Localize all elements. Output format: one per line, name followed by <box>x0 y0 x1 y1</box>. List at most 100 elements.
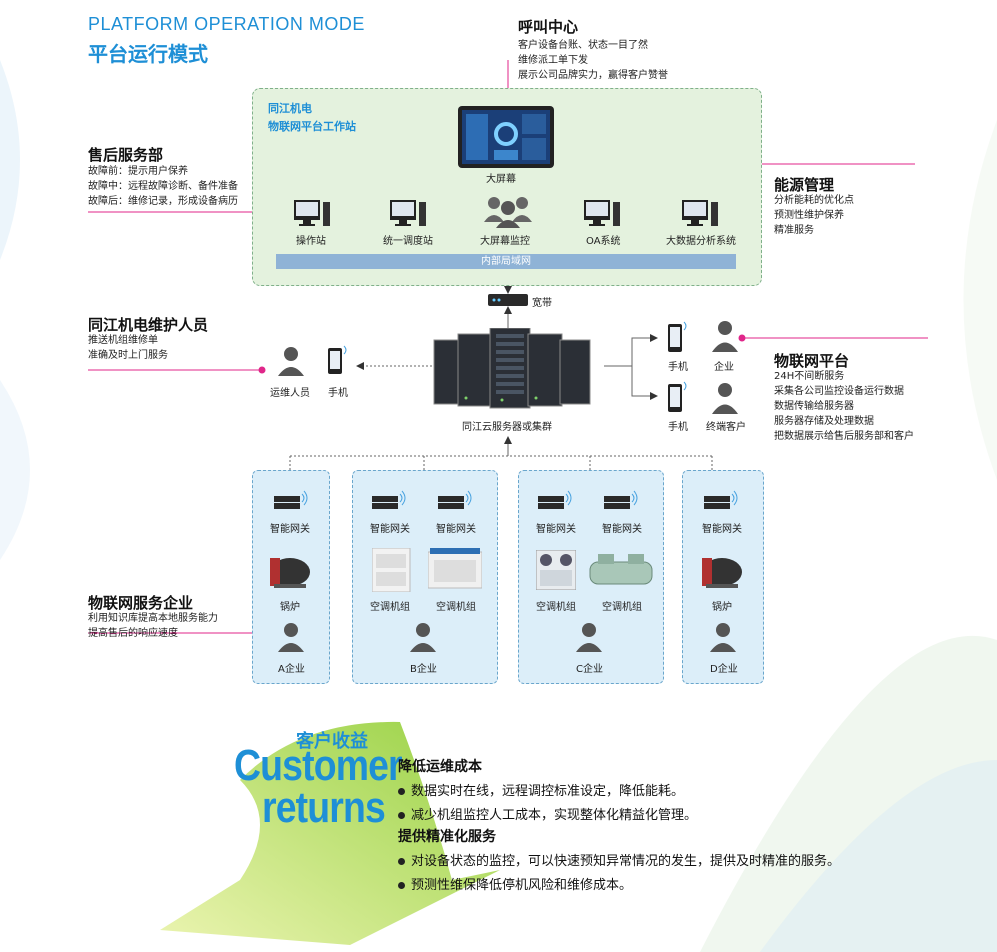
maintenance-line: 推送机组维修单 <box>88 335 158 346</box>
terminal-customer-label: 终端客户 <box>706 422 746 433</box>
page-title-en: PLATFORM OPERATION MODE <box>88 14 365 34</box>
enterprise-c-label: C企业 <box>576 664 603 675</box>
device-label: 空调机组 <box>602 602 642 613</box>
router-icon <box>488 294 528 306</box>
benefit-item: 减少机组监控人工成本，实现整体化精益化管理。 <box>398 804 697 823</box>
energy-desc: 分析能耗的优化点 预测性维护保养 精准服务 <box>774 193 854 238</box>
benefit-item-text: 减少机组监控人工成本，实现整体化精益化管理。 <box>411 808 698 823</box>
gateway-icon <box>704 490 738 509</box>
station-label-bigdata: 大数据分析系统 <box>666 236 736 247</box>
call-center-title: 呼叫中心 <box>518 18 579 36</box>
iot-platform-line: 数据传输给服务器 <box>774 401 854 412</box>
enterprise-a-label: A企业 <box>278 664 305 675</box>
mobile-phone-icon <box>668 321 687 352</box>
mobile-phone-icon <box>668 381 687 412</box>
big-screen-icon <box>458 106 554 168</box>
call-center-desc: 客户设备台账、状态一目了然 维修派工单下发 展示公司品牌实力，赢得客户赞誉 <box>518 38 668 83</box>
person-icon <box>410 623 436 652</box>
customer-returns-en-1: Customer <box>234 741 403 790</box>
person-icon <box>576 623 602 652</box>
maintenance-desc: 推送机组维修单 准确及时上门服务 <box>88 333 168 363</box>
station-label-screen-monitor: 大屏幕监控 <box>480 236 530 247</box>
mobile-phone-icon <box>328 345 347 374</box>
gateway-label: 智能网关 <box>536 524 576 535</box>
after-sales-desc: 故障前：提示用户保养 故障中：远程故障诊断、备件准备 故障后：维修记录，形成设备… <box>88 164 238 209</box>
person-icon <box>712 321 738 352</box>
boiler-icon <box>270 558 310 588</box>
energy-line: 预测性维护保养 <box>774 210 844 221</box>
after-sales-title: 售后服务部 <box>88 146 164 164</box>
boiler-icon <box>702 558 742 588</box>
device-label: 空调机组 <box>370 602 410 613</box>
benefit-item-text: 对设备状态的监控，可以快速预知异常情况的发生，提供及时精准的服务。 <box>411 854 841 869</box>
station-label-oa: OA系统 <box>586 236 621 247</box>
person-icon <box>278 623 304 652</box>
gateway-icon <box>538 490 572 509</box>
benefit-item: 数据实时在线，远程调控标准设定，降低能耗。 <box>398 780 684 799</box>
bullet-icon <box>398 788 405 795</box>
gateway-label: 智能网关 <box>436 524 476 535</box>
benefit-heading-cost: 降低运维成本 <box>398 759 482 775</box>
after-sales-line: 故障中：远程故障诊断、备件准备 <box>88 181 238 192</box>
gateway-icon <box>274 490 308 509</box>
benefit-item: 预测性维保降低停机风险和维修成本。 <box>398 874 632 893</box>
call-center-line: 维修派工单下发 <box>518 55 588 66</box>
gateway-label: 智能网关 <box>702 524 742 535</box>
gateway-label: 智能网关 <box>270 524 310 535</box>
call-center-line: 客户设备台账、状态一目了然 <box>518 40 648 51</box>
iot-platform-line: 把数据展示给售后服务部和客户 <box>774 431 914 442</box>
gateway-icon <box>604 490 638 509</box>
platform-title: 同江机电 物联网平台工作站 <box>268 100 356 136</box>
bullet-icon <box>398 858 405 865</box>
customer-returns-arrow <box>160 721 500 945</box>
computer-icon <box>390 200 426 226</box>
station-label-operation: 操作站 <box>296 236 326 247</box>
right-phone1-label: 手机 <box>668 362 688 373</box>
platform-title-line: 物联网平台工作站 <box>268 120 356 133</box>
ac-unit-icon <box>428 548 482 589</box>
person-icon <box>712 383 738 414</box>
computer-icon <box>294 200 330 226</box>
computer-icon <box>682 200 718 226</box>
customer-returns-en-2: returns <box>262 783 386 832</box>
benefit-item: 对设备状态的监控，可以快速预知异常情况的发生，提供及时精准的服务。 <box>398 850 840 869</box>
iot-platform-line: 24H不间断服务 <box>774 371 845 382</box>
server-label: 同江云服务器或集群 <box>462 422 552 433</box>
iot-enterprise-line: 提高售后的响应速度 <box>88 628 178 639</box>
iot-platform-line: 采集各公司监控设备运行数据 <box>774 386 904 397</box>
device-label: 锅炉 <box>712 602 732 613</box>
maintenance-phone-label: 手机 <box>328 388 348 399</box>
iot-platform-line: 服务器存储及处理数据 <box>774 416 874 427</box>
call-center-line: 展示公司品牌实力，赢得客户赞誉 <box>518 70 668 81</box>
gateway-label: 智能网关 <box>602 524 642 535</box>
iot-platform-title: 物联网平台 <box>774 352 850 370</box>
server-cluster-icon <box>433 328 591 409</box>
after-sales-line: 故障前：提示用户保养 <box>88 166 188 177</box>
iot-enterprise-desc: 利用知识库提高本地服务能力 提高售后的响应速度 <box>88 611 218 641</box>
right-phone2-label: 手机 <box>668 422 688 433</box>
iot-enterprise-title: 物联网服务企业 <box>88 594 194 612</box>
enterprise-label: 企业 <box>714 362 734 373</box>
station-label-dispatch: 统一调度站 <box>383 236 433 247</box>
platform-title-line: 同江机电 <box>268 102 312 115</box>
computer-icon <box>584 200 620 226</box>
energy-line: 分析能耗的优化点 <box>774 195 854 206</box>
users-group-icon <box>484 197 532 228</box>
chiller-icon <box>589 554 653 585</box>
person-icon <box>278 347 304 376</box>
maintenance-title: 同江机电维护人员 <box>88 316 209 334</box>
energy-line: 精准服务 <box>774 225 814 236</box>
enterprise-d-label: D企业 <box>710 664 738 675</box>
benefit-item-text: 数据实时在线，远程调控标准设定，降低能耗。 <box>411 784 685 799</box>
after-sales-line: 故障后：维修记录，形成设备病历 <box>88 196 238 207</box>
benefit-item-text: 预测性维保降低停机风险和维修成本。 <box>411 878 633 893</box>
iot-platform-desc: 24H不间断服务 采集各公司监控设备运行数据 数据传输给服务器 服务器存储及处理… <box>774 369 914 444</box>
benefit-heading-service: 提供精准化服务 <box>398 829 496 845</box>
bullet-icon <box>398 812 405 819</box>
ac-unit-icon <box>372 548 411 592</box>
big-screen-label: 大屏幕 <box>486 174 516 185</box>
device-label: 空调机组 <box>536 602 576 613</box>
gateway-label: 智能网关 <box>370 524 410 535</box>
maintenance-person-label: 运维人员 <box>270 388 310 399</box>
